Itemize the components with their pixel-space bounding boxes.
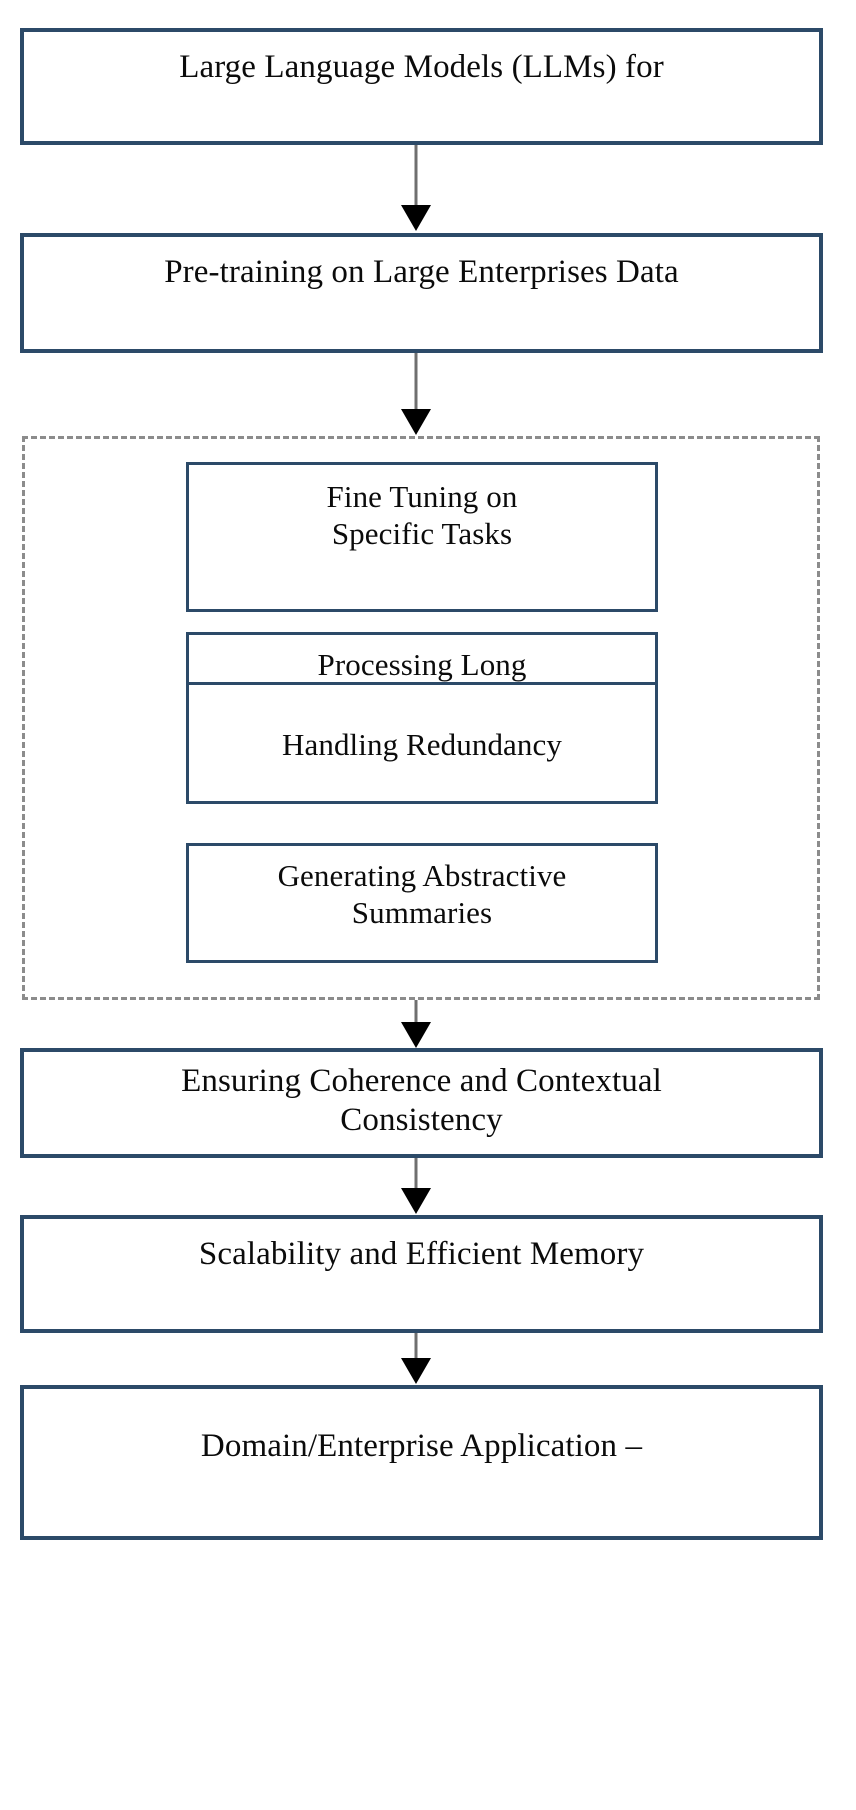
arrow-head-icon: [401, 205, 431, 231]
node-handling-redundancy-label: Handling Redundancy: [282, 727, 562, 762]
node-fine-tuning-label: Fine Tuning on Specific Tasks: [326, 479, 518, 551]
arrow-shaft: [414, 353, 418, 411]
node-scalability[interactable]: Scalability and Efficient Memory: [20, 1215, 823, 1333]
node-pretraining-label: Pre-training on Large Enterprises Data: [164, 254, 679, 290]
node-coherence-label: Ensuring Coherence and Contextual Consis…: [181, 1063, 662, 1138]
node-coherence[interactable]: Ensuring Coherence and Contextual Consis…: [20, 1048, 823, 1158]
arrow-shaft: [414, 1000, 418, 1024]
node-abstractive-summaries-label: Generating Abstractive Summaries: [277, 858, 567, 930]
node-llm-label: Large Language Models (LLMs) for: [179, 49, 664, 85]
node-processing-long-label: Processing Long: [317, 647, 527, 682]
node-pretraining[interactable]: Pre-training on Large Enterprises Data: [20, 233, 823, 353]
node-llm[interactable]: Large Language Models (LLMs) for: [20, 28, 823, 145]
arrow-shaft: [414, 145, 418, 207]
arrow-head-icon: [401, 409, 431, 435]
node-application-label: Domain/Enterprise Application –: [200, 1428, 643, 1464]
arrow-shaft: [414, 1333, 418, 1360]
node-scalability-label: Scalability and Efficient Memory: [198, 1236, 645, 1272]
core-tasks-group: [22, 436, 820, 1000]
node-application[interactable]: Domain/Enterprise Application –: [20, 1385, 823, 1540]
node-abstractive-summaries[interactable]: Generating Abstractive Summaries: [186, 843, 658, 963]
arrow-head-icon: [401, 1022, 431, 1048]
arrow-shaft: [414, 1158, 418, 1190]
node-fine-tuning[interactable]: Fine Tuning on Specific Tasks: [186, 462, 658, 612]
node-handling-redundancy[interactable]: Handling Redundancy: [186, 682, 658, 804]
arrow-head-icon: [401, 1358, 431, 1384]
arrow-head-icon: [401, 1188, 431, 1214]
